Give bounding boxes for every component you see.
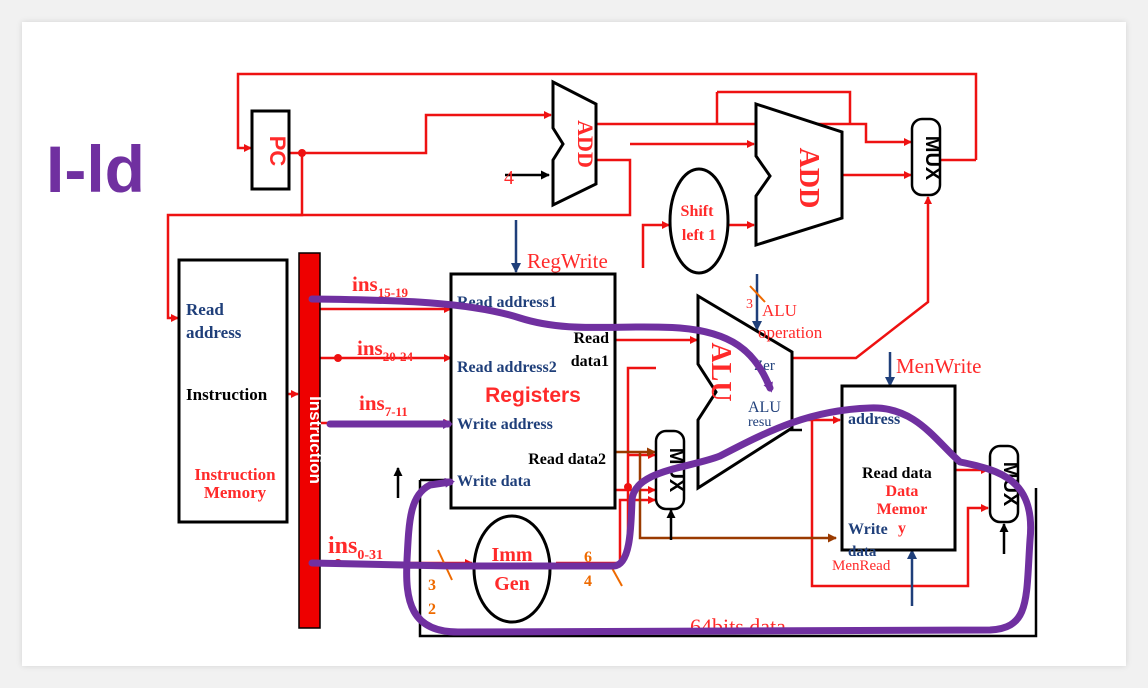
svg-text:ins20-24: ins20-24 [357, 336, 414, 364]
width-32-a: 3 [428, 577, 436, 594]
mux-top-label: MUX [921, 136, 943, 181]
add-small-block: ADD [551, 79, 598, 208]
reg-read-data1-2: data1 [571, 353, 609, 370]
reg-write-data: Write data [457, 473, 531, 490]
im-name-1: Instruction [194, 465, 276, 484]
width-64-b: 4 [584, 573, 592, 590]
dm-read-data: Read data [862, 465, 932, 482]
alu-result-1: ALU [748, 399, 781, 416]
slide-title: I-ld [46, 132, 145, 206]
dm-write-data-1: Write [848, 521, 888, 538]
ins-0-31-label: ins0-31 [328, 533, 383, 563]
mux-top-block: MUX [910, 117, 943, 197]
slide: I-ld [22, 22, 1126, 666]
alu-block: ALU Zer ALU resu [696, 293, 794, 491]
width-64-a: 6 [584, 549, 592, 566]
add-small-label: ADD [573, 120, 598, 168]
registers-title: Registers [485, 384, 581, 407]
svg-text:ins0-31: ins0-31 [328, 533, 383, 563]
alu-label: ALU [705, 342, 736, 401]
reg-read-data1-1: Read [573, 330, 609, 347]
dm-address: address [848, 411, 900, 428]
pc-block: PC [250, 109, 291, 191]
ins-7-11-label: ins7-11 [359, 391, 408, 419]
dm-name-3: y [898, 520, 906, 537]
shift-left-block: Shift left 1 [668, 167, 730, 275]
alu-operation-2: operation [758, 323, 823, 342]
width-32-b: 2 [428, 601, 436, 618]
memread-label: MenRead [832, 558, 891, 574]
regwrite-label: RegWrite [527, 249, 608, 273]
reg-read-data2: Read data2 [528, 451, 606, 468]
im-read-address-1: Read [186, 300, 224, 319]
svg-text:ins7-11: ins7-11 [359, 391, 408, 419]
purple-annotations [308, 295, 1035, 636]
registers-block: Read address1 Read data1 Read address2 R… [449, 272, 617, 510]
svg-text:ins15-19: ins15-19 [352, 272, 409, 300]
shift-label-1: Shift [681, 203, 715, 220]
im-instruction: Instruction [186, 385, 268, 404]
imm-gen-1: Imm [491, 544, 532, 566]
alu-operation-1: ALU [762, 301, 797, 320]
ins-20-24-label: ins20-24 [357, 336, 414, 364]
alu-result-2: resu [748, 415, 771, 430]
blue-wires [511, 220, 917, 606]
im-name-2: Memory [204, 483, 267, 502]
dm-name-2: Memor [877, 501, 928, 518]
instruction-memory-block: Read address Instruction Instruction Mem… [177, 258, 289, 524]
imm-gen-2: Gen [494, 573, 530, 595]
datapath-diagram: I-ld [46, 72, 1038, 639]
dm-name-1: Data [886, 483, 919, 500]
memwrite-label: MenWrite [896, 354, 981, 378]
instruction-bus-label: Instruction [306, 396, 325, 484]
data-64-label: 64bits data [690, 614, 786, 639]
alu-operation-num: 3 [746, 297, 753, 312]
pc-label: PC [265, 136, 290, 167]
shift-label-2: left 1 [682, 227, 716, 244]
dm-write-data-2: data [848, 544, 877, 560]
const-four: 4 [504, 167, 514, 189]
im-read-address-2: address [186, 323, 242, 342]
ins-15-19-label: ins15-19 [352, 272, 409, 300]
add-big-block: ADD [754, 101, 844, 248]
instruction-bus: Instruction [298, 252, 325, 629]
add-big-label: ADD [793, 148, 824, 209]
reg-write-address: Write address [457, 416, 553, 433]
reg-read-address2: Read address2 [457, 359, 557, 376]
